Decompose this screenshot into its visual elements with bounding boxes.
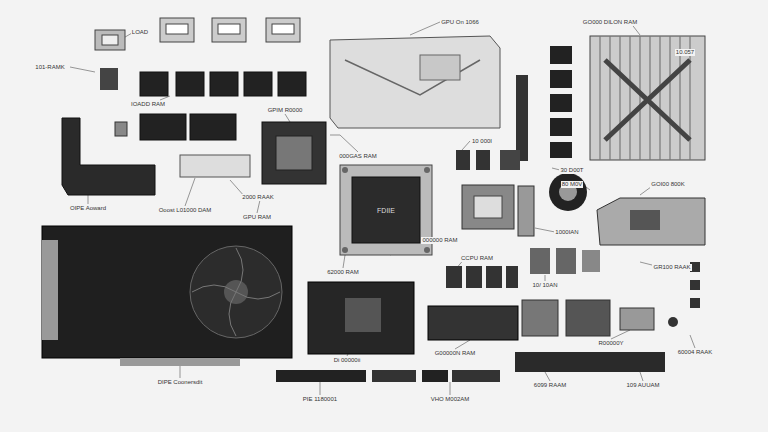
part-label: IOADD RAM	[130, 101, 166, 108]
heatsink-shroud	[330, 36, 528, 161]
part-label: 2000 RAAK	[241, 194, 274, 201]
part-label: GPU On 1066	[440, 19, 480, 26]
small-parts	[456, 150, 705, 245]
heatsink-right	[590, 36, 705, 160]
part-label: GO000 DILON RAM	[582, 19, 638, 26]
part-label: 62000 RAM	[326, 269, 360, 276]
part-label: GR100 RAAK	[652, 264, 691, 271]
part-label: 80 M0V	[561, 181, 584, 188]
gpu-socket	[262, 122, 326, 184]
chip-column	[550, 46, 572, 158]
part-label: LOAD	[131, 29, 149, 36]
part-label: GPU RAM	[242, 214, 272, 221]
part-label: 10/ 10AN	[531, 282, 558, 289]
part-label: DIPE Coonersdit	[157, 379, 204, 386]
part-label: OIPE Aoward	[69, 205, 107, 212]
part-label: 109 AUUAM	[625, 382, 660, 389]
part-label: 6099 RAAM	[533, 382, 567, 389]
part-label: 10 000I	[471, 138, 493, 145]
part-label: G00000N RAM	[434, 350, 477, 357]
connectors-top	[95, 18, 300, 50]
bracket-board	[62, 68, 250, 195]
part-label: 10.057	[675, 49, 695, 56]
part-label: Di 00000ii	[333, 357, 362, 364]
chip-marking: FDIIE	[376, 207, 396, 214]
mini-board	[308, 282, 414, 354]
part-label: 101-RAMK	[34, 64, 65, 71]
part-label: 000000 RAM	[421, 237, 458, 244]
part-label: Ooost L01000 DAM	[158, 207, 213, 214]
part-label: VHO M002AM	[430, 396, 471, 403]
part-label: GOI00 800K	[650, 181, 685, 188]
part-label: 1000IAN	[554, 229, 579, 236]
graphics-card	[42, 226, 292, 366]
right-parts	[428, 248, 700, 340]
part-label: PIE 1180001	[302, 396, 338, 403]
cpu-socket	[340, 165, 432, 255]
part-label: 60004 RAAK	[677, 349, 714, 356]
part-label: R00000Y	[597, 340, 624, 347]
part-label: 30 D00T	[559, 167, 584, 174]
part-label: CCPU RAM	[460, 255, 494, 262]
bottom-strips	[276, 352, 665, 382]
part-label: 000GAS RAM	[338, 153, 378, 160]
part-label: GPIM R0000	[267, 107, 304, 114]
